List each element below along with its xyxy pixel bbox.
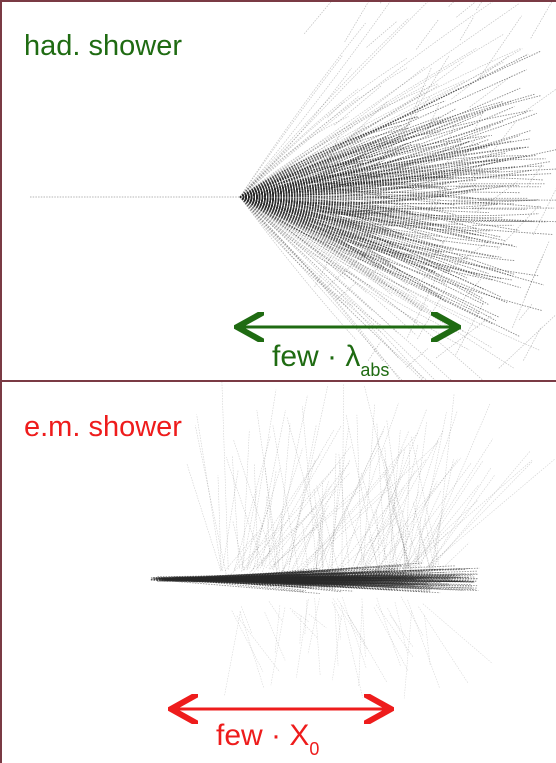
hadronic-shower-panel: had. shower few · λabs <box>0 0 556 381</box>
hadronic-length-prefix: few · λ <box>272 340 361 373</box>
em-length-arrow <box>0 381 556 763</box>
hadronic-shower-title: had. shower <box>24 30 182 62</box>
em-length-subscript: 0 <box>309 739 320 759</box>
em-length-label: few · X0 <box>216 719 319 760</box>
em-shower-panel: e.m. shower few · X0 <box>0 381 556 763</box>
hadronic-shower-tracks <box>30 0 556 381</box>
em-length-prefix: few · X <box>216 719 310 752</box>
hadronic-length-label: few · λabs <box>272 340 389 381</box>
em-shower-tracks <box>150 381 556 699</box>
hadronic-length-subscript: abs <box>360 360 390 380</box>
hadronic-length-arrow <box>0 0 556 381</box>
em-shower-title: e.m. shower <box>24 411 182 443</box>
